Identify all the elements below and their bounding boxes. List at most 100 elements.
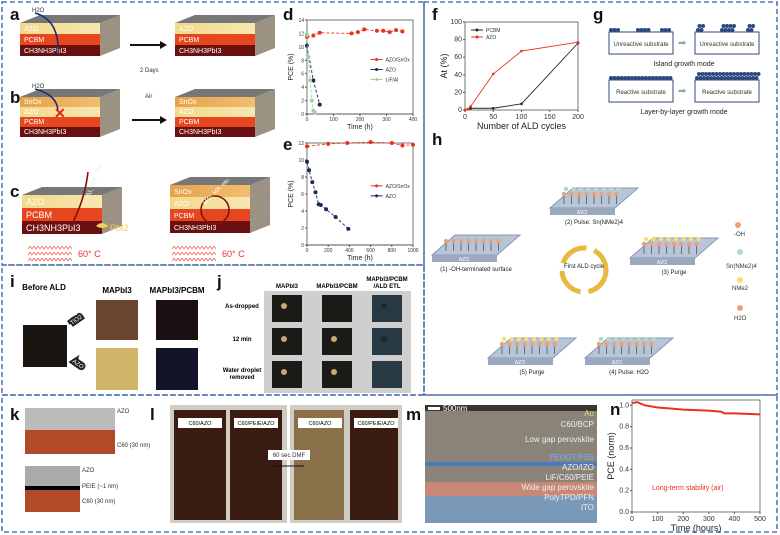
x-tick-label: 400 <box>729 516 741 523</box>
data-point <box>305 43 309 48</box>
layer-label: LiF/C60/PEIE <box>546 473 594 482</box>
x-tick-label: 0 <box>306 117 309 123</box>
panel-label-m: m <box>406 405 421 424</box>
y-tick-label: 14 <box>298 18 304 24</box>
layer-label: Wide gap perovskite <box>522 483 595 492</box>
x-tick-label: 50 <box>489 114 497 121</box>
data-point <box>309 98 314 103</box>
y-tick-label: 6 <box>301 192 304 198</box>
panel-label-c: c <box>10 182 19 201</box>
data-point <box>576 40 580 44</box>
data-point <box>394 28 399 33</box>
panel-label-n: n <box>610 400 620 419</box>
data-point <box>305 144 309 149</box>
x-tick-label: 0 <box>463 114 467 121</box>
legend-h2o: H2O <box>734 316 747 322</box>
layer-label: PolyTPD/PFN <box>544 493 594 502</box>
arrowhead-icon <box>160 41 167 49</box>
y-tick-label: 0 <box>301 243 304 249</box>
data-point <box>317 102 322 107</box>
layer-label: AZO <box>26 197 45 207</box>
ag-electrode <box>22 187 122 195</box>
ald-legend: -OH Sn(NMe2)4 NMe2 H2O <box>726 222 757 322</box>
atoms <box>609 24 761 80</box>
x-tick-label: 400 <box>345 248 354 254</box>
data-point <box>317 30 322 35</box>
y-tick-label: 0.4 <box>619 466 629 473</box>
blocked-cross-icon: ✕ <box>54 105 66 121</box>
data-point <box>311 33 316 38</box>
h2o-label: H2O <box>32 8 45 14</box>
panel-label-a: a <box>10 5 20 24</box>
data-point <box>311 78 316 83</box>
data-point <box>345 141 350 145</box>
film-photo <box>156 300 198 340</box>
layer <box>175 117 255 127</box>
sample <box>230 410 282 520</box>
water-arrow-icon <box>34 88 59 113</box>
oh-icon <box>735 222 741 228</box>
substrate-label: Unreactive substrate <box>699 42 755 48</box>
y-tick-label: 0 <box>301 112 304 118</box>
data-point <box>333 214 338 219</box>
x-tick-label: 300 <box>382 117 391 123</box>
x-tick-label: 100 <box>652 516 664 523</box>
sample-label: C60/PEIE/AZO <box>238 421 276 427</box>
data-point <box>306 54 311 59</box>
layer-label: AZO <box>174 201 189 208</box>
water-arrow-icon <box>34 12 59 56</box>
step-label: (5) Purge <box>519 370 545 376</box>
legend-marker <box>375 67 379 71</box>
plot-area <box>631 399 761 513</box>
layer-label: PCBM <box>174 213 194 220</box>
legend-oh: -OH <box>734 232 745 238</box>
data-point <box>362 27 367 32</box>
layer <box>170 221 250 233</box>
y-tick-label: 0.2 <box>619 488 629 495</box>
temp-label: 60° C <box>222 249 245 259</box>
legend-marker <box>375 77 379 81</box>
h2o-label: H2O <box>32 84 45 90</box>
x-axis-label: Time (h) <box>347 124 373 131</box>
plot-area <box>464 21 579 111</box>
y-tick-label: 100 <box>450 19 462 26</box>
layer-label: PCBM <box>24 37 44 44</box>
series-line <box>631 401 761 416</box>
sample-photo <box>322 328 352 355</box>
layer <box>175 107 255 117</box>
sample-photo <box>272 361 302 388</box>
layer-label: CH3NH3PbI3 <box>24 129 67 136</box>
data-point <box>324 207 329 212</box>
dmf-label: 60 sec DMF <box>273 453 306 459</box>
substrate-box <box>608 79 674 103</box>
legend-sn: Sn(NMe2)4 <box>726 264 757 270</box>
legend-marker <box>375 194 379 198</box>
substrate-label: Reactive substrate <box>702 90 752 96</box>
data-point <box>310 180 315 185</box>
x-tick-label: 150 <box>544 114 556 121</box>
dmf-box <box>268 450 310 460</box>
x-tick-label: 1000 <box>407 248 418 254</box>
h2o-icon <box>737 305 743 311</box>
sample <box>174 410 226 520</box>
sample-photo <box>272 328 302 355</box>
water-droplet <box>331 336 337 342</box>
y-axis-label: PCE (%) <box>288 53 295 80</box>
before-ald-label: Before ALD <box>22 283 66 292</box>
legend-label: AZO <box>386 67 396 73</box>
x-tick-label: 300 <box>703 516 715 523</box>
cycle-label: First ALD cycle <box>564 264 605 270</box>
sample-label: C60/AZO <box>189 421 213 427</box>
layer <box>20 23 100 34</box>
y-axis-label: At (%) <box>439 53 449 78</box>
sample-label: C60/AZO <box>309 421 333 427</box>
substrate-label: Unreactive substrate <box>613 42 669 48</box>
y-tick-label: 20 <box>454 89 462 96</box>
cycle-arrow-icon <box>559 245 609 295</box>
film-photo <box>156 348 198 390</box>
panel-label-f: f <box>432 5 438 24</box>
series-line <box>464 42 579 111</box>
layer-label: CH3NH3PbI3 <box>179 129 222 136</box>
